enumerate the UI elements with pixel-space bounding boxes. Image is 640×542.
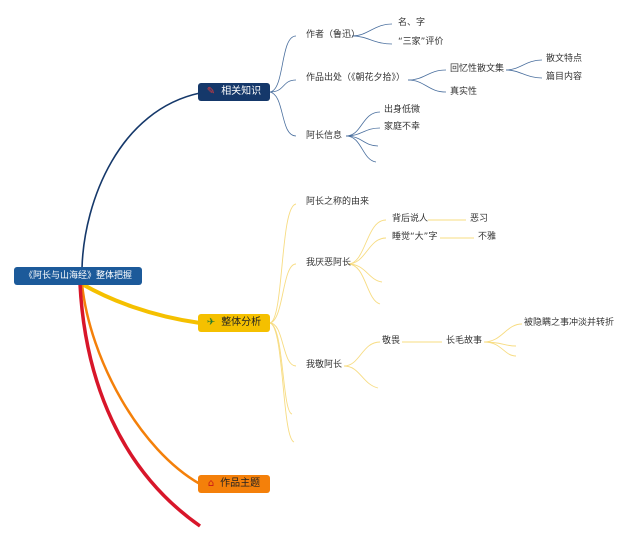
edge-story-empty2 — [483, 341, 517, 357]
node-memoir[interactable]: 回忆性散文集 — [450, 64, 505, 74]
edge-respect-jingwei — [343, 341, 381, 367]
edge-dislike-empty1 — [347, 263, 383, 283]
edge-related-source — [269, 79, 297, 93]
node-name-origin[interactable]: 阿长之称的由来 — [306, 197, 370, 207]
node-gossip[interactable]: 背后说人 — [392, 214, 429, 224]
edge-root-red — [78, 283, 202, 528]
branch-overall-analysis[interactable]: ✈ 整体分析 — [198, 314, 270, 332]
node-source[interactable]: 作品出处（《朝花夕拾》） — [306, 73, 406, 83]
node-birth[interactable]: 出身低微 — [384, 105, 421, 115]
node-sanjia[interactable]: “三家”评价 — [398, 37, 444, 47]
node-indecent[interactable]: 不雅 — [478, 232, 497, 242]
node-family[interactable]: 家庭不幸 — [384, 122, 421, 132]
edge-analysis-respect — [269, 322, 297, 367]
edge-analysis-empty2 — [269, 322, 295, 443]
node-author[interactable]: 作者（鲁迅） — [306, 30, 361, 40]
node-name-zi[interactable]: 名、字 — [398, 18, 426, 28]
node-chapters[interactable]: 篇目内容 — [546, 72, 583, 82]
node-dislike[interactable]: 我厌恶阿长 — [306, 258, 352, 268]
paper-plane-icon: ✈ — [206, 317, 216, 328]
edge-info-empty1 — [345, 135, 379, 147]
node-along-info[interactable]: 阿长信息 — [306, 131, 343, 141]
root-node[interactable]: 《阿长与山海经》整体把握 — [14, 267, 142, 285]
branch-label: 作品主题 — [220, 478, 261, 489]
node-hidden[interactable]: 被隐瞒之事冲淡并转折 — [524, 318, 615, 328]
edge-root-analysis — [81, 282, 201, 325]
branch-work-theme[interactable]: ⌂ 作品主题 — [198, 475, 270, 493]
node-respect[interactable]: 我敬阿长 — [306, 360, 343, 370]
node-features[interactable]: 散文特点 — [546, 54, 583, 64]
edge-analysis-origin — [269, 203, 297, 324]
edge-dislike-sleep — [347, 237, 387, 265]
branch-label: 整体分析 — [221, 317, 262, 328]
node-sleep[interactable]: 睡觉“大”字 — [392, 232, 438, 242]
edge-story-hidden — [483, 323, 523, 343]
edge-related-author — [269, 35, 297, 93]
node-truth[interactable]: 真实性 — [450, 87, 478, 97]
edge-info-birth — [345, 111, 381, 137]
edge-info-empty2 — [345, 135, 377, 163]
bookmark-icon: ✎ — [206, 86, 216, 97]
edge-source-memoir — [407, 69, 447, 81]
edge-analysis-dislike — [269, 263, 297, 324]
edge-memoir-chapters — [505, 69, 543, 79]
node-bad-habit[interactable]: 恶习 — [470, 214, 489, 224]
edge-source-truth — [407, 79, 447, 93]
edge-related-info — [269, 91, 297, 137]
edge-respect-empty1 — [343, 365, 379, 389]
edge-dislike-empty2 — [347, 263, 381, 305]
edge-root-related — [81, 92, 201, 269]
edge-author-sanjia — [351, 35, 393, 45]
edge-info-family — [345, 127, 381, 137]
branch-label: 相关知识 — [221, 86, 262, 97]
node-jingwei[interactable]: 敬畏 — [382, 336, 401, 346]
edge-memoir-features — [505, 59, 543, 71]
edge-author-name — [351, 23, 393, 37]
edge-dislike-gossip — [347, 219, 387, 265]
edge-root-theme — [80, 283, 201, 486]
branch-related-knowledge[interactable]: ✎ 相关知识 — [198, 83, 270, 101]
node-story[interactable]: 长毛故事 — [446, 336, 483, 346]
home-icon: ⌂ — [207, 478, 215, 489]
